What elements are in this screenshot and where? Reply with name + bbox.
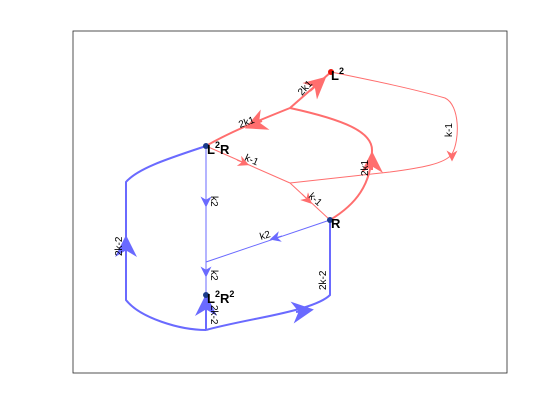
node-l2-dot	[328, 69, 334, 75]
edge-r-bottom-arrow	[290, 301, 314, 324]
edge-loop-right	[289, 71, 458, 184]
node-r-dot	[327, 217, 333, 223]
edge-r-left	[205, 219, 331, 263]
edge-r-left-arrow	[269, 231, 283, 242]
edge-junction-l2r-arrow	[244, 109, 270, 130]
node-l2r-dot	[203, 143, 209, 149]
edge-mid-r-arrow	[300, 192, 312, 204]
label-loop-right: k-1	[444, 123, 455, 137]
label-left-loop: 2k-2	[114, 236, 125, 256]
node-l2r2-label: L2R2	[207, 289, 234, 306]
label-right-up: 2k1	[360, 159, 371, 176]
label-l2r-down: k2	[208, 196, 219, 207]
node-l2r-label: L2R	[207, 140, 230, 157]
node-l2r2-dot	[203, 292, 209, 298]
label-r-down: 2k-2	[318, 270, 329, 290]
plot-frame	[72, 30, 508, 374]
label-r-mid: k2	[259, 229, 273, 243]
label-l2r-mid: k-1	[243, 153, 261, 169]
node-r-label: R	[331, 216, 341, 231]
label-upper-left: 2k1	[237, 115, 256, 131]
node-l2-label: L2	[331, 66, 344, 83]
edge-r-junction	[289, 107, 374, 221]
edge-l2-junction-arrow	[302, 76, 327, 100]
edge-r-bottom	[205, 220, 331, 331]
label-below-l2r2: 2k-2	[208, 305, 219, 325]
label-down-l2r2: k2	[208, 270, 219, 281]
edge-l2r-mid-arrow	[236, 155, 250, 166]
